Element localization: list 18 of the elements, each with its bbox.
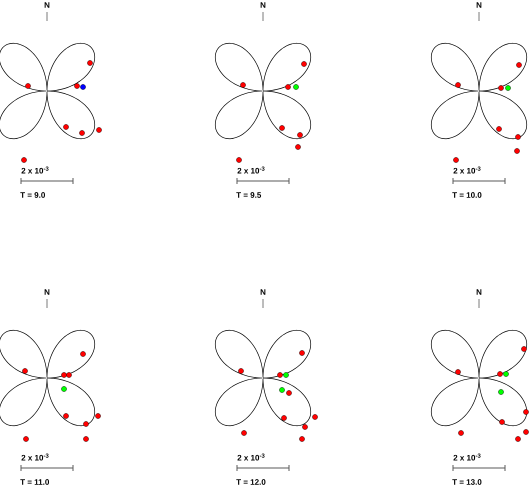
time-label: T = 13.0: [452, 479, 482, 485]
north-label: N: [260, 289, 266, 295]
north-label: N: [476, 289, 482, 295]
scale-label: 2 x 10$^{-3}$: [454, 453, 481, 461]
time-label: T = 9.0: [20, 192, 45, 198]
scale-label: 2 x 10$^{-3}$: [21, 453, 49, 461]
north-label: N: [44, 289, 50, 295]
time-label: T = 10.0: [452, 192, 482, 198]
time-label: T = 12.0: [236, 479, 266, 485]
north-label: N: [476, 2, 482, 8]
north-label: N: [260, 2, 266, 8]
time-label: T = 9.5: [236, 192, 262, 198]
scale-label: 2 x 10$^{-3}$: [21, 166, 49, 174]
north-label: N: [44, 2, 50, 8]
scale-label: 2 x 10$^{-3}$: [238, 453, 265, 461]
scale-label: 2 x 10$^{-3}$: [454, 166, 481, 174]
time-label: T = 11.0: [20, 479, 50, 485]
scale-label: 2 x 10$^{-3}$: [238, 166, 265, 174]
